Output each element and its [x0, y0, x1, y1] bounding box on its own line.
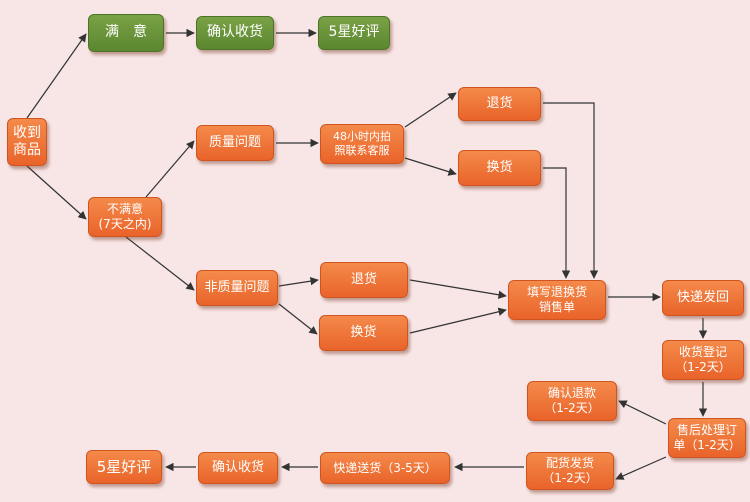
node-photo-contact: 48小时内拍 照联系客服: [320, 124, 404, 164]
arrow-exchangenq-fill: [409, 307, 507, 334]
node-courier-delivery: 快递送货（3-5天）: [320, 452, 450, 484]
arrow-aftersale-ship: [615, 456, 667, 480]
node-confirm-receipt-bottom: 确认收货: [198, 452, 278, 484]
node-non-quality-issue: 非质量问题: [196, 270, 278, 306]
arrow-nonquality-return: [278, 276, 319, 287]
node-quality-issue: 质量问题: [196, 125, 274, 161]
arrow-returnnq-fill: [409, 279, 507, 299]
arrow-receive-satisfied: [26, 33, 87, 119]
arrow-return-fill: [543, 102, 599, 279]
arrow-unsatisfied-nonquality: [125, 236, 195, 291]
arrow-photo-exchange: [404, 157, 457, 176]
node-five-star-top: 5星好评: [318, 16, 390, 50]
node-five-star-bottom: 5星好评: [86, 450, 162, 484]
node-receive-goods: 收到 商品: [7, 118, 47, 166]
node-confirm-receipt-top: 确认收货: [196, 16, 274, 50]
node-fill-return-form: 填写退换货 销售单: [508, 280, 606, 320]
arrow-unsatisfied-quality: [145, 140, 195, 198]
node-exchange-quality: 换货: [458, 150, 541, 186]
node-express-return: 快递发回: [662, 280, 744, 316]
node-exchange-non-quality: 换货: [319, 315, 408, 351]
arrow-aftersale-refund: [618, 400, 667, 425]
node-return-non-quality: 退货: [320, 262, 408, 298]
node-aftersale-order: 售后处理订 单（1-2天）: [668, 418, 746, 458]
arrow-nonquality-exchange: [278, 303, 318, 335]
arrow-receive-unsatisfied: [26, 165, 87, 220]
node-confirm-refund: 确认退款 （1-2天）: [527, 381, 617, 421]
node-unsatisfied: 不满意 (7天之内): [88, 197, 162, 237]
arrow-photo-return: [404, 92, 457, 128]
node-return-quality: 退货: [458, 87, 541, 121]
node-satisfied: 满 意: [88, 14, 164, 52]
node-ship-goods: 配货发货 （1-2天）: [526, 452, 614, 490]
node-receipt-register: 收货登记 （1-2天）: [662, 340, 744, 380]
arrow-exchange-fill: [543, 167, 571, 279]
